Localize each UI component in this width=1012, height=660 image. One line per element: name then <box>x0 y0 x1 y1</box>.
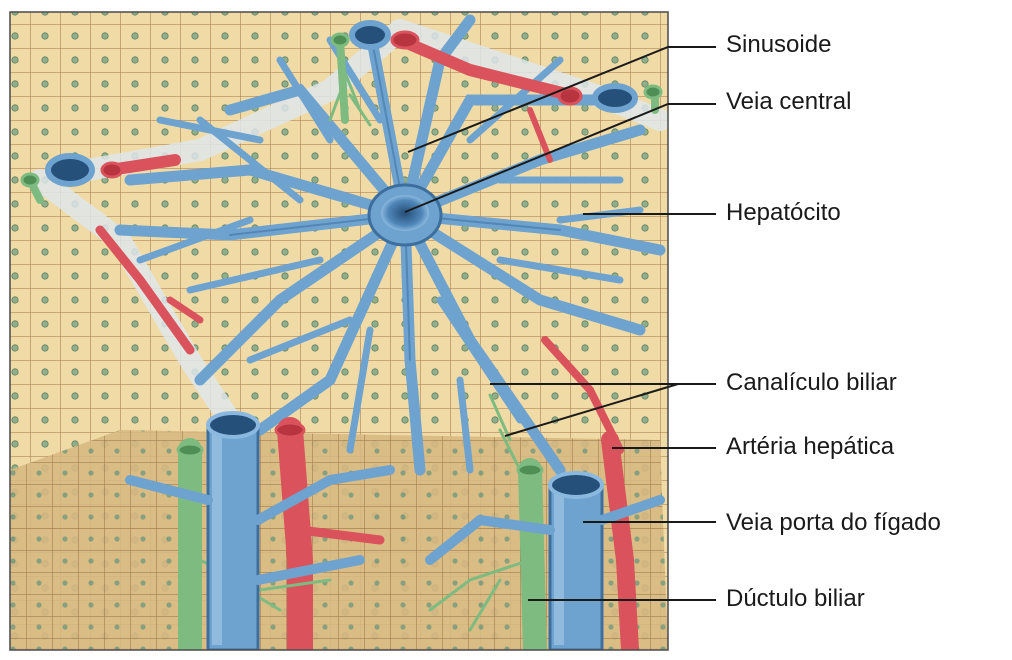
label-veia-porta: Veia porta do fígado <box>726 509 941 537</box>
label-veia-central: Veia central <box>726 88 851 116</box>
label-arteria-hepatica: Artéria hepática <box>726 433 894 461</box>
label-hepatocito: Hepatócito <box>726 199 841 227</box>
central-vein <box>369 185 441 245</box>
label-sinusoide: Sinusoide <box>726 31 831 59</box>
label-ductulo-biliar: Dúctulo biliar <box>726 585 865 613</box>
label-canaliculo-biliar: Canalículo biliar <box>726 369 897 397</box>
